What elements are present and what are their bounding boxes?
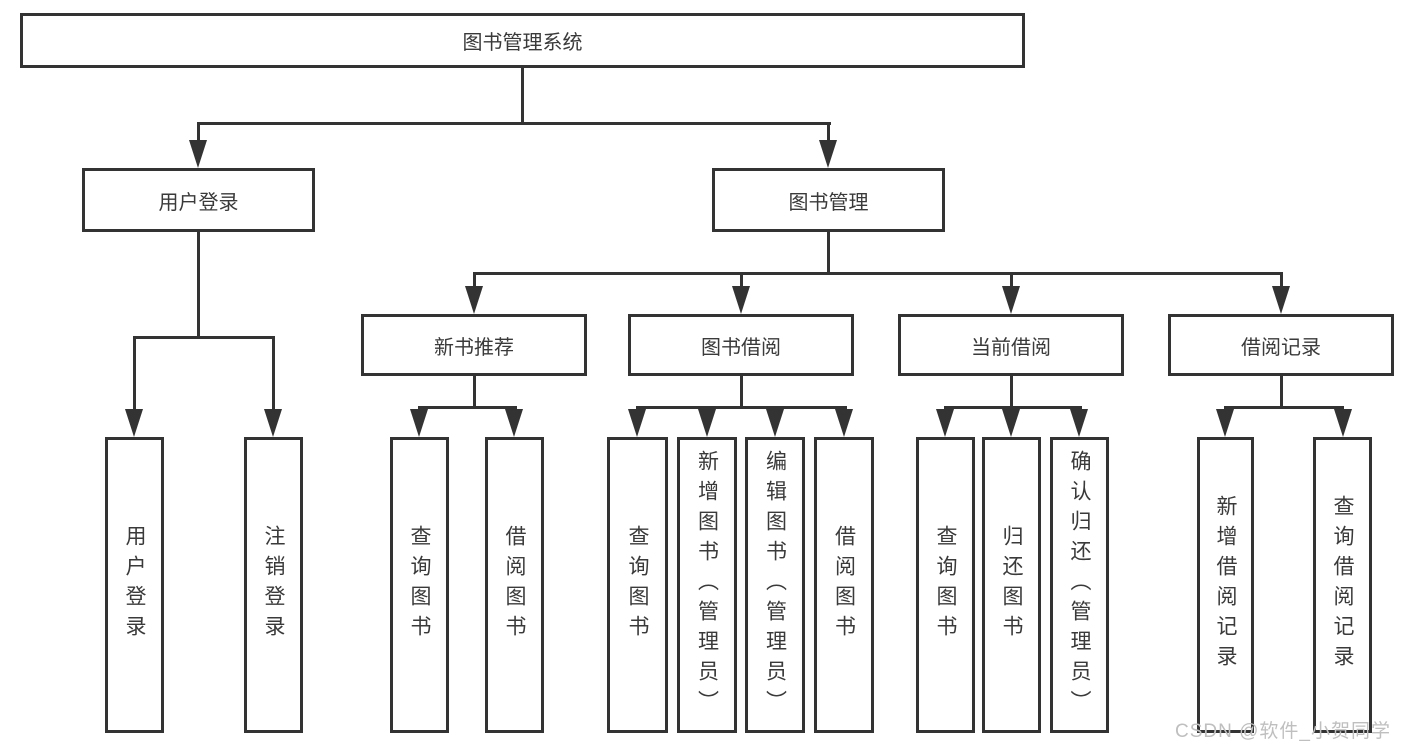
connector-root-stem <box>521 67 524 124</box>
connector-drop-book-borrow <box>740 274 743 288</box>
connector-user-login-stem <box>197 231 200 336</box>
arrow-down-icon <box>1216 409 1234 437</box>
arrow-down-icon <box>732 286 750 314</box>
connector-current-borrow-hline <box>944 406 1082 409</box>
node-label: 新增借阅记录 <box>1214 495 1238 675</box>
node-current-borrowing: 当前借阅 <box>898 314 1124 376</box>
node-label: 查询图书 <box>626 525 650 645</box>
node-label: 借阅图书 <box>503 525 527 645</box>
connector-book-borrow-hline <box>636 406 847 409</box>
node-label: 借阅记录 <box>1241 336 1321 359</box>
arrow-down-icon <box>1002 409 1020 437</box>
leaf-current-query-book: 查询图书 <box>916 437 975 733</box>
node-label: 图书借阅 <box>701 336 781 359</box>
leaf-borrow-query-book: 查询图书 <box>607 437 668 733</box>
node-label: 图书管理系统 <box>462 32 583 54</box>
connector-drop-user-login <box>197 124 200 144</box>
connector-borrow-records-hline <box>1224 406 1344 409</box>
node-label: 确认归还（管理员） <box>1068 450 1092 720</box>
arrow-down-icon <box>189 140 207 168</box>
connector-user-login-hline <box>133 336 275 339</box>
leaf-user-login: 用户登录 <box>105 437 164 733</box>
node-label: 当前借阅 <box>971 336 1051 359</box>
node-label: 注销登录 <box>262 525 286 645</box>
arrow-down-icon <box>264 409 282 437</box>
node-label: 用户登录 <box>123 525 147 645</box>
leaf-borrow-borrow-book: 借阅图书 <box>814 437 874 733</box>
node-user-login: 用户登录 <box>82 168 315 232</box>
connector-book-management-stem <box>827 231 830 272</box>
connector-drop-new-book <box>473 274 476 288</box>
leaf-newbook-borrow-book: 借阅图书 <box>485 437 544 733</box>
leaf-newbook-query-book: 查询图书 <box>390 437 449 733</box>
node-label: 查询图书 <box>408 525 432 645</box>
connector-new-book-hline <box>418 406 517 409</box>
connector-new-book-stem <box>473 375 476 406</box>
node-label: 借阅图书 <box>832 525 856 645</box>
connector-book-borrow-stem <box>740 375 743 406</box>
node-label: 新增图书（管理员） <box>695 450 719 720</box>
arrow-down-icon <box>936 409 954 437</box>
node-label: 新书推荐 <box>434 336 514 359</box>
leaf-borrow-add-book-admin: 新增图书（管理员） <box>677 437 737 733</box>
leaf-records-add-record: 新增借阅记录 <box>1197 437 1254 733</box>
node-new-book-recommend: 新书推荐 <box>361 314 587 376</box>
node-label: 归还图书 <box>1000 525 1024 645</box>
arrow-down-icon <box>766 409 784 437</box>
arrow-down-icon <box>1002 286 1020 314</box>
connector-drop-borrow-records <box>1280 274 1283 288</box>
connector-level1-hline <box>197 122 831 125</box>
node-borrowing-records: 借阅记录 <box>1168 314 1394 376</box>
arrow-down-icon <box>819 140 837 168</box>
node-label: 用户登录 <box>158 191 239 214</box>
connector-drop-leaf-login <box>133 338 136 412</box>
arrow-down-icon <box>628 409 646 437</box>
node-book-management: 图书管理 <box>712 168 945 232</box>
node-label: 查询图书 <box>934 525 958 645</box>
node-label: 图书管理 <box>788 191 869 214</box>
leaf-current-return-book: 归还图书 <box>982 437 1041 733</box>
node-label: 编辑图书（管理员） <box>763 450 787 720</box>
connector-current-borrow-stem <box>1010 375 1013 406</box>
connector-drop-leaf-logout <box>272 338 275 412</box>
node-book-borrowing: 图书借阅 <box>628 314 854 376</box>
arrow-down-icon <box>125 409 143 437</box>
arrow-down-icon <box>1334 409 1352 437</box>
node-label: 查询借阅记录 <box>1331 495 1355 675</box>
arrow-down-icon <box>835 409 853 437</box>
leaf-logout: 注销登录 <box>244 437 303 733</box>
node-library-system: 图书管理系统 <box>20 13 1025 68</box>
connector-level3-hline <box>473 272 1283 275</box>
leaf-records-query-record: 查询借阅记录 <box>1313 437 1372 733</box>
connector-drop-book-management <box>827 124 830 144</box>
csdn-watermark: CSDN @软件_小贺同学 <box>1175 721 1391 742</box>
arrow-down-icon <box>465 286 483 314</box>
arrow-down-icon <box>1070 409 1088 437</box>
arrow-down-icon <box>1272 286 1290 314</box>
arrow-down-icon <box>410 409 428 437</box>
arrow-down-icon <box>698 409 716 437</box>
arrow-down-icon <box>505 409 523 437</box>
leaf-borrow-edit-book-admin: 编辑图书（管理员） <box>745 437 805 733</box>
leaf-current-confirm-return-admin: 确认归还（管理员） <box>1050 437 1109 733</box>
connector-drop-current-borrow <box>1010 274 1013 288</box>
connector-borrow-records-stem <box>1280 375 1283 406</box>
